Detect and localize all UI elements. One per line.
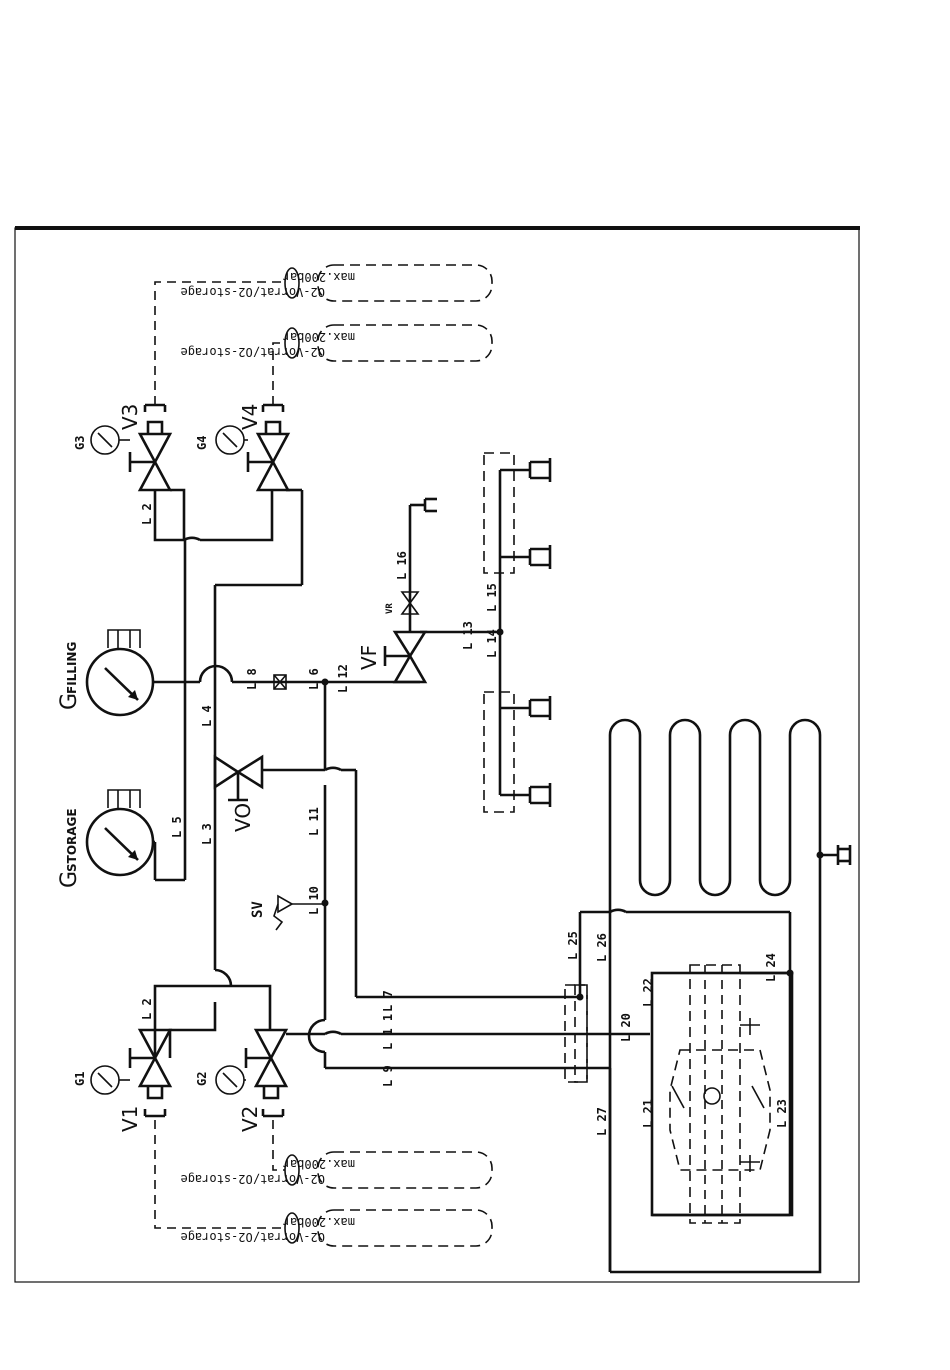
- gauge-g4: [215, 425, 248, 455]
- label-l14: L 14: [485, 629, 499, 658]
- crossing-box-inner: [574, 984, 588, 1083]
- label-l6: L 6: [307, 668, 321, 690]
- outlet-symbols: [423, 458, 852, 865]
- label-sv: SV: [250, 901, 266, 918]
- valve-vf[interactable]: [383, 630, 428, 684]
- label-v4: V4: [238, 404, 262, 430]
- safety-valve-sv[interactable]: [273, 894, 325, 931]
- label-g2: G2: [195, 1072, 209, 1086]
- label-l9: L 9: [381, 1065, 395, 1087]
- gauge-g1: [90, 1065, 130, 1095]
- cylinder-2-pressure: max.200bar: [283, 330, 355, 344]
- cylinder-links: [143, 281, 285, 1229]
- valve-v2[interactable]: [244, 1028, 289, 1100]
- label-l16: L 16: [395, 551, 409, 580]
- cylinder-3: O2-Vorrat/O2-storage max.200bar: [181, 1151, 493, 1189]
- gauge-g3: [90, 425, 130, 455]
- label-g-filling: G FILLING: [57, 642, 82, 710]
- label-l7: L 7: [381, 990, 395, 1012]
- label-l10: L 10: [307, 886, 321, 915]
- label-vo: VO: [231, 803, 255, 832]
- svg-text:G: G: [57, 693, 82, 710]
- valve-v4[interactable]: [246, 420, 291, 492]
- cylinder-4-label: O2-Vorrat/O2-storage: [181, 1230, 326, 1244]
- label-l21: L 21: [641, 1099, 655, 1128]
- label-g3: G3: [73, 436, 87, 450]
- svg-text:STORAGE: STORAGE: [65, 808, 79, 872]
- label-l23: L 23: [775, 1099, 789, 1128]
- junction-dots: [321, 628, 824, 1001]
- diagram-frame: [14, 226, 860, 1283]
- gauge-g-filling: [85, 629, 155, 717]
- label-g4: G4: [195, 436, 209, 450]
- label-v3: V3: [118, 404, 142, 430]
- cylinder-2: O2-Vorrat/O2-storage max.200bar: [181, 324, 493, 362]
- label-l2-top: L 2: [140, 503, 154, 525]
- label-l11: L 11: [307, 807, 321, 836]
- label-l8: L 8: [245, 668, 259, 690]
- label-l20: L 20: [619, 1013, 633, 1042]
- outlet-group-upper: [483, 452, 515, 574]
- cylinder-1-label: O2-Vorrat/O2-storage: [181, 285, 326, 299]
- gauge-g2: [215, 1065, 246, 1095]
- cylinder-2-label: O2-Vorrat/O2-storage: [181, 345, 326, 359]
- line-labels: L 2 L 2 L 3 L 4 L 5 L 6 L 7 L 8 L 9 L 10…: [140, 503, 789, 1136]
- pressure-regulator: [669, 964, 771, 1224]
- cylinder-3-pressure: max.200bar: [283, 1157, 355, 1171]
- label-l12: L 12: [336, 664, 350, 693]
- label-l15: L 15: [485, 583, 499, 612]
- label-l3: L 3: [200, 823, 214, 845]
- svg-text:FILLING: FILLING: [65, 642, 79, 694]
- label-vf: VF: [357, 645, 381, 670]
- valve-v1[interactable]: [128, 1028, 173, 1100]
- label-l5: L 5: [170, 816, 184, 838]
- cylinder-4-pressure: max.200bar: [283, 1215, 355, 1229]
- svg-text:G: G: [57, 871, 82, 888]
- label-l2-bottom: L 2: [140, 998, 154, 1020]
- label-g1: G1: [73, 1072, 87, 1086]
- label-vr: VR: [385, 603, 395, 614]
- label-l1-1: L 1 1: [381, 1014, 395, 1050]
- label-l27: L 27: [595, 1107, 609, 1136]
- label-l22: L 22: [641, 978, 655, 1007]
- label-v2: V2: [238, 1106, 262, 1132]
- label-l13: L 13: [461, 621, 475, 650]
- cylinder-1-pressure: max.200bar: [283, 270, 355, 284]
- label-l25: L 25: [566, 931, 580, 960]
- valve-v3[interactable]: [128, 420, 173, 492]
- gauge-g-storage: [85, 789, 157, 880]
- label-l4: L 4: [200, 705, 214, 727]
- label-l24: L 24: [764, 953, 778, 982]
- cylinder-4: O2-Vorrat/O2-storage max.200bar: [181, 1209, 493, 1247]
- component-labels: V3 V4 V1 V2 VO VF VR SV G3 G4 G1 G2 G FI…: [57, 404, 395, 1132]
- outlet-group-lower: [483, 691, 515, 813]
- label-g-storage: G STORAGE: [57, 808, 82, 888]
- valve-vr[interactable]: [400, 591, 420, 615]
- label-l26: L 26: [595, 933, 609, 962]
- cylinder-1: O2-Vorrat/O2-storage max.200bar: [181, 264, 493, 302]
- label-v1: V1: [118, 1106, 142, 1132]
- filter-x: [273, 674, 287, 690]
- valve-vo[interactable]: [213, 754, 264, 802]
- cylinder-3-label: O2-Vorrat/O2-storage: [181, 1172, 326, 1186]
